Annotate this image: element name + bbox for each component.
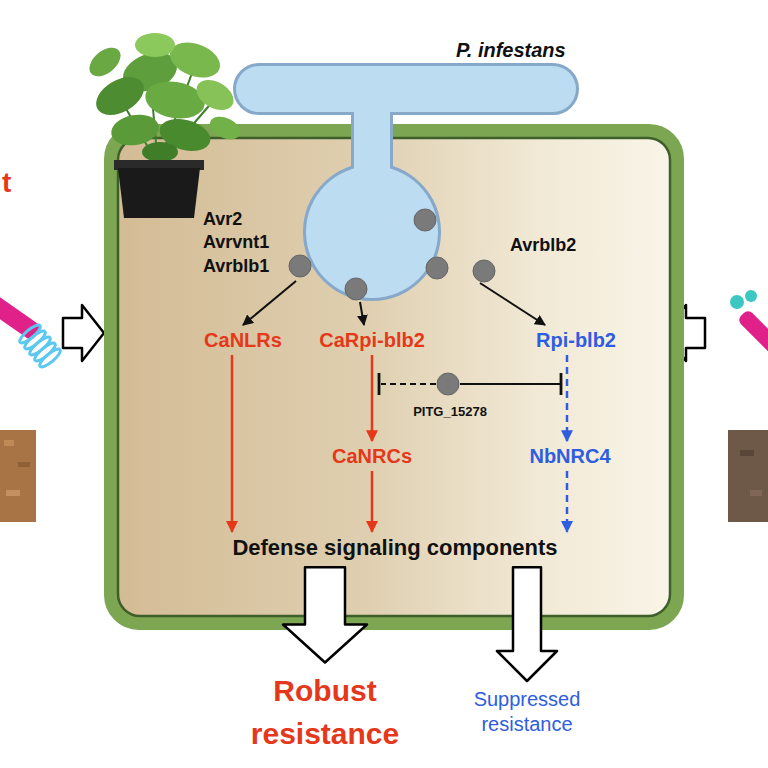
node-text: Robust resistance [251, 669, 399, 756]
inhibition-lines [379, 373, 561, 395]
signal-arrow [360, 302, 364, 325]
receptor-label: CaNLRs [204, 328, 282, 352]
signal-arrow [566, 471, 569, 532]
node-text: Rpi-blb2 [536, 328, 616, 352]
effector-label: Avr2 Avrvnt1 Avrblb1 [203, 208, 269, 277]
signal-arrow [480, 283, 545, 325]
signal-arrow [231, 355, 234, 532]
haustorium-shape [236, 66, 576, 298]
signal-arrow [566, 355, 569, 441]
node-text: CaNLRs [204, 328, 282, 352]
effector-label: PITG_15278 [413, 404, 487, 420]
outcome-arrow [497, 567, 557, 681]
signal-arrow [371, 355, 374, 441]
input-arrow [63, 305, 104, 361]
receptor-label: CaRpi-blb2 [319, 328, 425, 352]
effector-dots [289, 209, 495, 395]
pathogen-haustorium: P. infestans [236, 20, 596, 300]
plant-cell [111, 131, 677, 623]
potted-plant [84, 33, 244, 218]
right-edge-images [728, 290, 768, 522]
node-text: P. infestans [456, 38, 566, 62]
effector-label: Avrblb2 [510, 235, 576, 257]
node-text: Suppressed resistance [474, 687, 581, 737]
node-text: NbNRC4 [529, 444, 610, 468]
outcome-label: Suppressed resistance [474, 687, 581, 737]
outcome-label: Robust resistance [251, 669, 399, 756]
cropped-text: t [2, 166, 11, 200]
signaling-label: Defense signaling components [232, 535, 557, 561]
node-text: CaRpi-blb2 [319, 328, 425, 352]
helper-label: NbNRC4 [529, 444, 610, 468]
signal-arrow [243, 281, 296, 325]
signal-arrow [371, 471, 374, 532]
outcome-arrow [283, 567, 367, 662]
receptor-label: Rpi-blb2 [536, 328, 616, 352]
node-text: Defense signaling components [232, 535, 557, 561]
left-edge-images [0, 293, 63, 522]
helper-label: CaNRCs [332, 444, 412, 468]
node-text: CaNRCs [332, 444, 412, 468]
